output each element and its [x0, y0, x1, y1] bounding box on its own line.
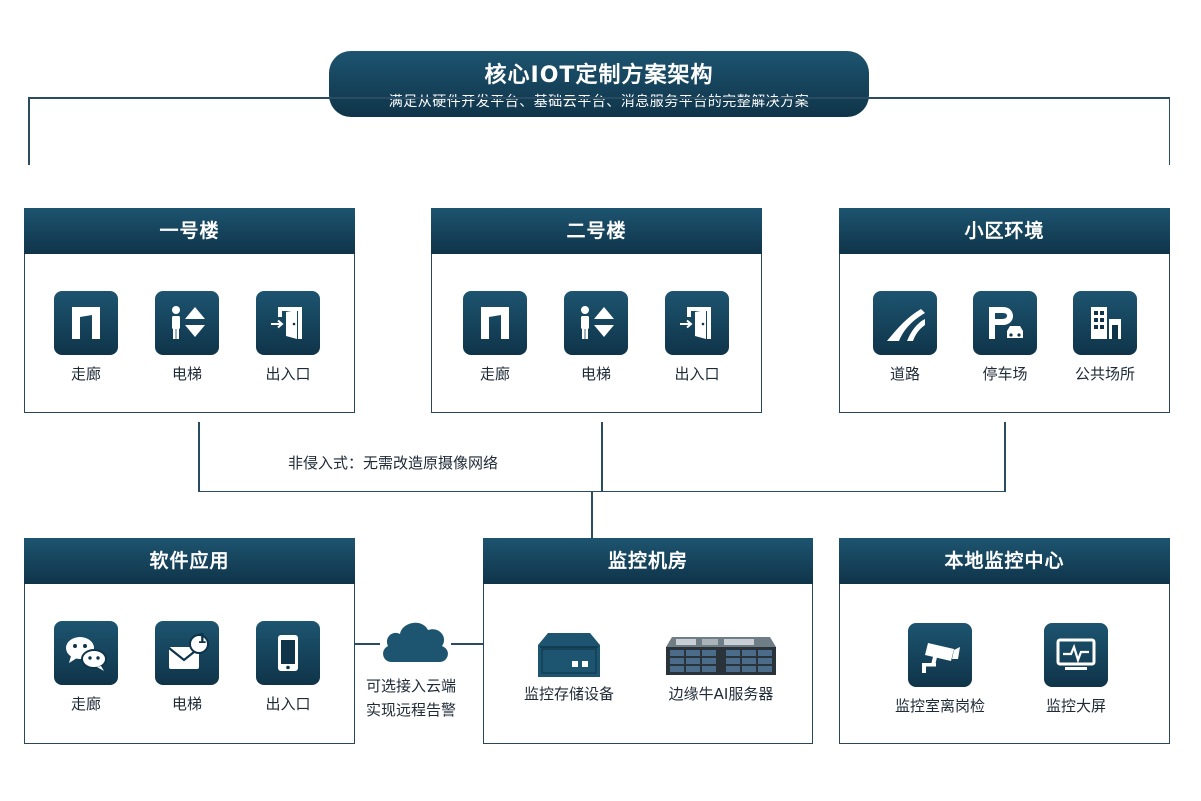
corridor-icon: [72, 307, 100, 339]
item-message[interactable]: 1 电梯: [142, 621, 232, 714]
phone-icon: [278, 635, 298, 671]
item-label: 出入口: [674, 365, 720, 383]
item-elevator[interactable]: 电梯: [551, 291, 641, 384]
page-title: 核心IOT定制方案架构: [484, 63, 714, 88]
item-label: 走廊: [70, 695, 101, 713]
server-icon: [666, 637, 776, 675]
storage-device-icon: [538, 633, 600, 677]
camera-icon: [922, 643, 960, 673]
item-storage-device[interactable]: 监控存储设备: [514, 627, 624, 704]
entrance-icon: [680, 307, 711, 339]
building-icon: [1091, 307, 1121, 339]
connector-middle-horizontal: [198, 490, 1006, 492]
panel-building-1: 一号楼 走廊 电梯: [24, 208, 355, 413]
panel-community-title: 小区环境: [839, 208, 1170, 254]
panel-building-2: 二号楼 走廊 电梯: [431, 208, 762, 413]
monitor-icon: [1056, 638, 1096, 670]
item-corridor[interactable]: 走廊: [41, 291, 131, 384]
connector-top-right-drop: [1168, 97, 1170, 165]
item-entrance[interactable]: 出入口: [652, 291, 742, 384]
panel-local-center: 本地监控中心 监控室离岗检 监控大屏: [839, 538, 1170, 744]
panel-software-title: 软件应用: [24, 538, 355, 584]
item-label: 道路: [889, 365, 920, 383]
item-label: 电梯: [171, 365, 202, 383]
parking-icon: [989, 307, 1023, 339]
panel-machine-room-title: 监控机房: [483, 538, 813, 584]
title-banner: 核心IOT定制方案架构 满足从硬件开发平台、基础云平台、消息服务平台的完整解决方…: [329, 51, 869, 117]
cloud-note-line-1: 可选接入云端: [366, 677, 457, 695]
item-corridor[interactable]: 走廊: [450, 291, 540, 384]
panel-machine-room: 监控机房 监控存储设备 边缘牛AI服务器: [483, 538, 813, 744]
item-label: 监控大屏: [1045, 697, 1106, 715]
item-elevator[interactable]: 电梯: [142, 291, 232, 384]
item-parking[interactable]: 停车场: [960, 291, 1050, 384]
elevator-icon: [172, 306, 205, 339]
connector-top-horizontal: [28, 97, 1170, 99]
item-label: 停车场: [982, 365, 1028, 383]
message-icon: [168, 634, 209, 669]
item-label: 出入口: [265, 695, 311, 713]
item-label: 出入口: [265, 365, 311, 383]
item-road[interactable]: 道路: [860, 291, 950, 384]
cloud-icon: [383, 622, 448, 662]
message-count-badge: 1: [197, 632, 207, 647]
item-phone[interactable]: 出入口: [243, 621, 333, 714]
connector-building1-drop: [198, 422, 200, 492]
connector-top-left-drop: [28, 97, 30, 165]
item-label: 公共场所: [1074, 365, 1135, 383]
panel-building-1-title: 一号楼: [24, 208, 355, 254]
connector-to-machine-room: [591, 490, 593, 539]
wechat-icon: [66, 637, 107, 671]
item-big-screen[interactable]: 监控大屏: [1021, 623, 1131, 716]
corridor-icon: [481, 307, 509, 339]
road-icon: [887, 309, 925, 341]
item-label: 走廊: [479, 365, 510, 383]
panel-software: 软件应用 走廊 1 电梯: [24, 538, 355, 744]
item-public-place[interactable]: 公共场所: [1060, 291, 1150, 384]
item-ai-server[interactable]: 边缘牛AI服务器: [656, 627, 786, 704]
entrance-icon: [271, 307, 302, 339]
item-label: 走廊: [70, 365, 101, 383]
item-label: 监控室离岗检: [894, 697, 985, 715]
item-label: 电梯: [580, 365, 611, 383]
panel-local-center-title: 本地监控中心: [839, 538, 1170, 584]
item-label: 电梯: [171, 695, 202, 713]
cloud-note-line-2: 实现远程告警: [366, 701, 457, 719]
connector-cloud-machine-room: [451, 643, 484, 645]
connector-building2-drop: [601, 422, 603, 492]
item-wechat[interactable]: 走廊: [41, 621, 131, 714]
elevator-icon: [581, 306, 614, 339]
page-subtitle: 满足从硬件开发平台、基础云平台、消息服务平台的完整解决方案: [388, 94, 810, 110]
connector-community-drop: [1004, 422, 1006, 492]
item-entrance[interactable]: 出入口: [243, 291, 333, 384]
item-label: 边缘牛AI服务器: [668, 685, 774, 703]
panel-building-2-title: 二号楼: [431, 208, 762, 254]
connector-software-cloud: [354, 643, 380, 645]
item-off-post-detection[interactable]: 监控室离岗检: [885, 623, 995, 716]
item-label: 监控存储设备: [523, 685, 614, 703]
non-invasive-note: 非侵入式：无需改造原摄像网络: [288, 454, 499, 472]
panel-community: 小区环境 道路 停车场: [839, 208, 1170, 413]
